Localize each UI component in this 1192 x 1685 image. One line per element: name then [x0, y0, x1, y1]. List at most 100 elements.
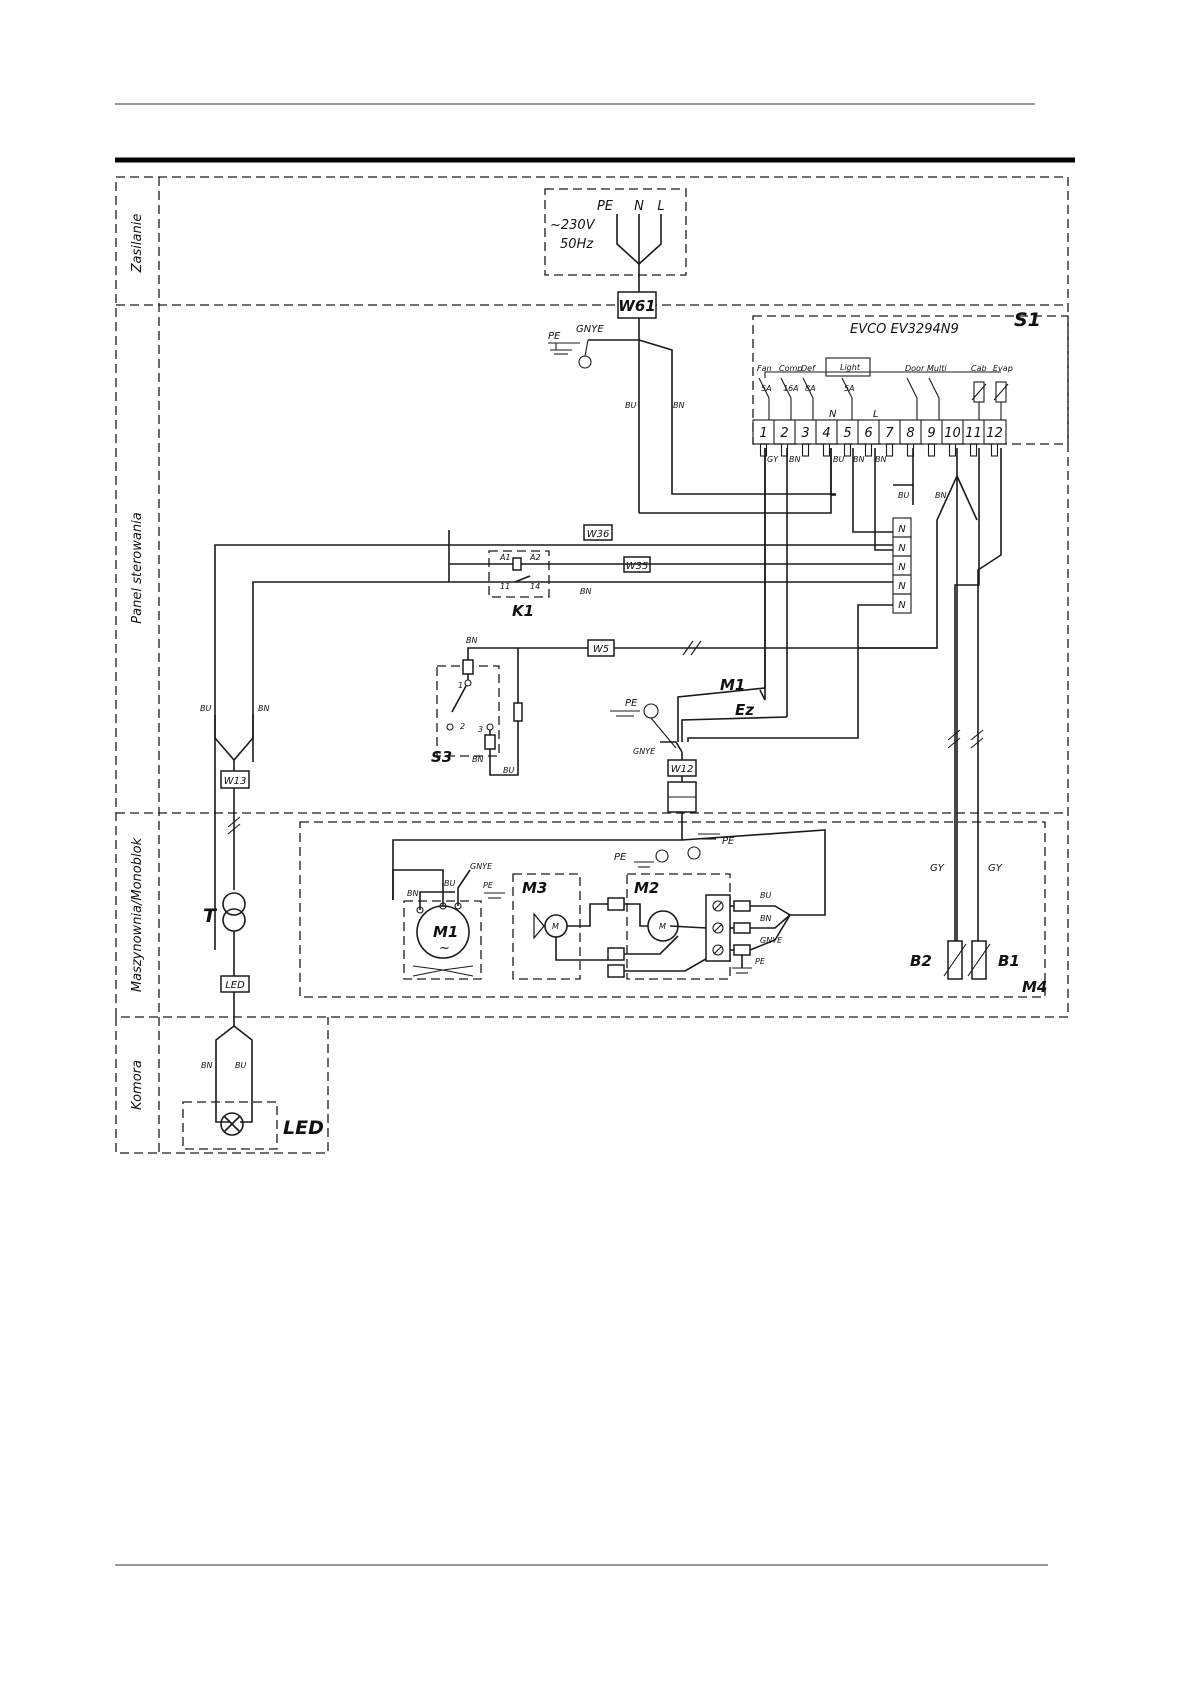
relay-rating-def: 8A: [805, 384, 816, 393]
m2-gnye: GNYE: [760, 936, 783, 945]
s3-pin-1: 1: [458, 681, 463, 690]
terminal-11: 11: [965, 426, 982, 441]
m2-bn: BN: [760, 914, 771, 923]
w13-bu: BU: [200, 704, 211, 713]
k1-label: K1: [512, 602, 534, 620]
cable-w35-label: W35: [626, 561, 649, 572]
terminal-4: 4: [822, 426, 830, 441]
s3-label: S3: [431, 748, 452, 766]
n-terminal: N: [898, 543, 906, 554]
t2-bn: BN: [789, 455, 800, 464]
k1-pin-a2: A2: [529, 553, 541, 562]
k1-pin-11: 11: [500, 582, 510, 591]
n-terminal: N: [898, 581, 906, 592]
led-lamp-box: [182, 1101, 278, 1150]
relay-rating-fan: 5A: [761, 384, 772, 393]
cable-w12-label: W12: [671, 764, 694, 775]
cable-w13: [220, 770, 250, 789]
zone-label-zasilanie: Zasilanie: [130, 214, 145, 274]
pe-label: PE: [548, 331, 561, 342]
s3-bu: BU: [503, 766, 514, 775]
relay-label-multi: Multi: [927, 364, 947, 373]
komora-bn: BN: [201, 1061, 212, 1070]
b1-gy: GY: [988, 863, 1003, 874]
terminal-7: 7: [885, 426, 894, 441]
t8-bu: BU: [898, 491, 909, 500]
t10-bn: BN: [935, 491, 946, 500]
supply-box: [544, 188, 687, 276]
cable-led: [220, 975, 250, 993]
relay-label-cab: Cab: [971, 364, 987, 373]
m4-label: M4: [1022, 978, 1047, 996]
terminal-12: 12: [986, 426, 1003, 441]
s3-bn-top: BN: [466, 636, 477, 645]
gnye-label: GNYE: [576, 324, 604, 335]
relay-label-light: Light: [840, 363, 861, 372]
zone-label-panel: Panel sterowania: [130, 512, 145, 623]
komora-bu: BU: [235, 1061, 246, 1070]
led-label: LED: [283, 1117, 324, 1139]
monoblock-m4: [299, 821, 1046, 998]
m4-pe-a: PE: [722, 836, 735, 847]
cable-w36-label: W36: [587, 529, 610, 540]
controller-s1: [752, 315, 1069, 445]
m4-pe-b: PE: [614, 852, 627, 863]
w61-bu: BU: [625, 401, 636, 410]
terminal-10: 10: [944, 426, 961, 441]
controller-id: S1: [1014, 309, 1041, 331]
zone-frame: [115, 176, 1069, 1018]
k1-bn: BN: [580, 587, 591, 596]
m1-gnye: GNYE: [470, 862, 493, 871]
t1-gy: GY: [767, 455, 779, 464]
relay-k1: [488, 550, 550, 598]
relay-label-door: Door: [905, 364, 925, 373]
relay-rating-comp: 16A: [783, 384, 799, 393]
terminal-2: 2: [780, 426, 788, 441]
n-terminal: N: [898, 562, 906, 573]
m2-label: M2: [634, 879, 659, 897]
cable-led-label: LED: [225, 980, 245, 991]
t5-bn: BN: [853, 455, 864, 464]
s3-pin-3: 3: [478, 725, 483, 734]
m3-label: M3: [522, 879, 547, 897]
terminal-6: 6: [864, 426, 872, 441]
m1-bu: BU: [444, 879, 455, 888]
zone-label-maszynownia: Maszynownia/Monoblok: [130, 837, 145, 992]
k1-pin-14: 14: [530, 582, 540, 591]
controller-model: EVCO EV3294N9: [850, 322, 959, 337]
n-terminal: N: [898, 524, 906, 535]
w61-bn: BN: [673, 401, 684, 410]
supply-l: L: [657, 199, 664, 214]
k1-pin-a1: A1: [499, 553, 511, 562]
terminal-5: 5: [843, 426, 851, 441]
zone-label-komora: Komora: [130, 1060, 145, 1110]
relay-label-fan: Fan: [757, 364, 772, 373]
terminal-1: 1: [759, 426, 767, 441]
supply-frequency: 50Hz: [560, 237, 594, 252]
terminal-3: 3: [801, 426, 809, 441]
w12-pe-label: PE: [625, 698, 638, 709]
w12-gnye-label: GNYE: [633, 747, 656, 756]
supply-pe: PE: [597, 199, 614, 214]
m1-wire-label: M1: [720, 676, 745, 694]
s3-pin-2: 2: [460, 722, 465, 731]
m2-pe: PE: [755, 957, 766, 966]
relay-label-comp: Comp: [779, 364, 802, 373]
compressor-m1: [403, 900, 482, 980]
cable-w36: [583, 524, 613, 541]
supply-n: N: [634, 199, 644, 214]
led-lamp-icon: [220, 1112, 244, 1136]
supply-voltage: ~230V: [550, 218, 596, 233]
n-terminal: N: [898, 600, 906, 611]
b2-gy: GY: [930, 863, 945, 874]
transformer-t: [222, 892, 246, 916]
m2-bu: BU: [760, 891, 771, 900]
m1-pe: PE: [483, 881, 494, 890]
m1-ac: ~: [439, 941, 450, 956]
relay-label-evap: Evap: [993, 364, 1013, 373]
t4-bu: BU: [833, 455, 844, 464]
